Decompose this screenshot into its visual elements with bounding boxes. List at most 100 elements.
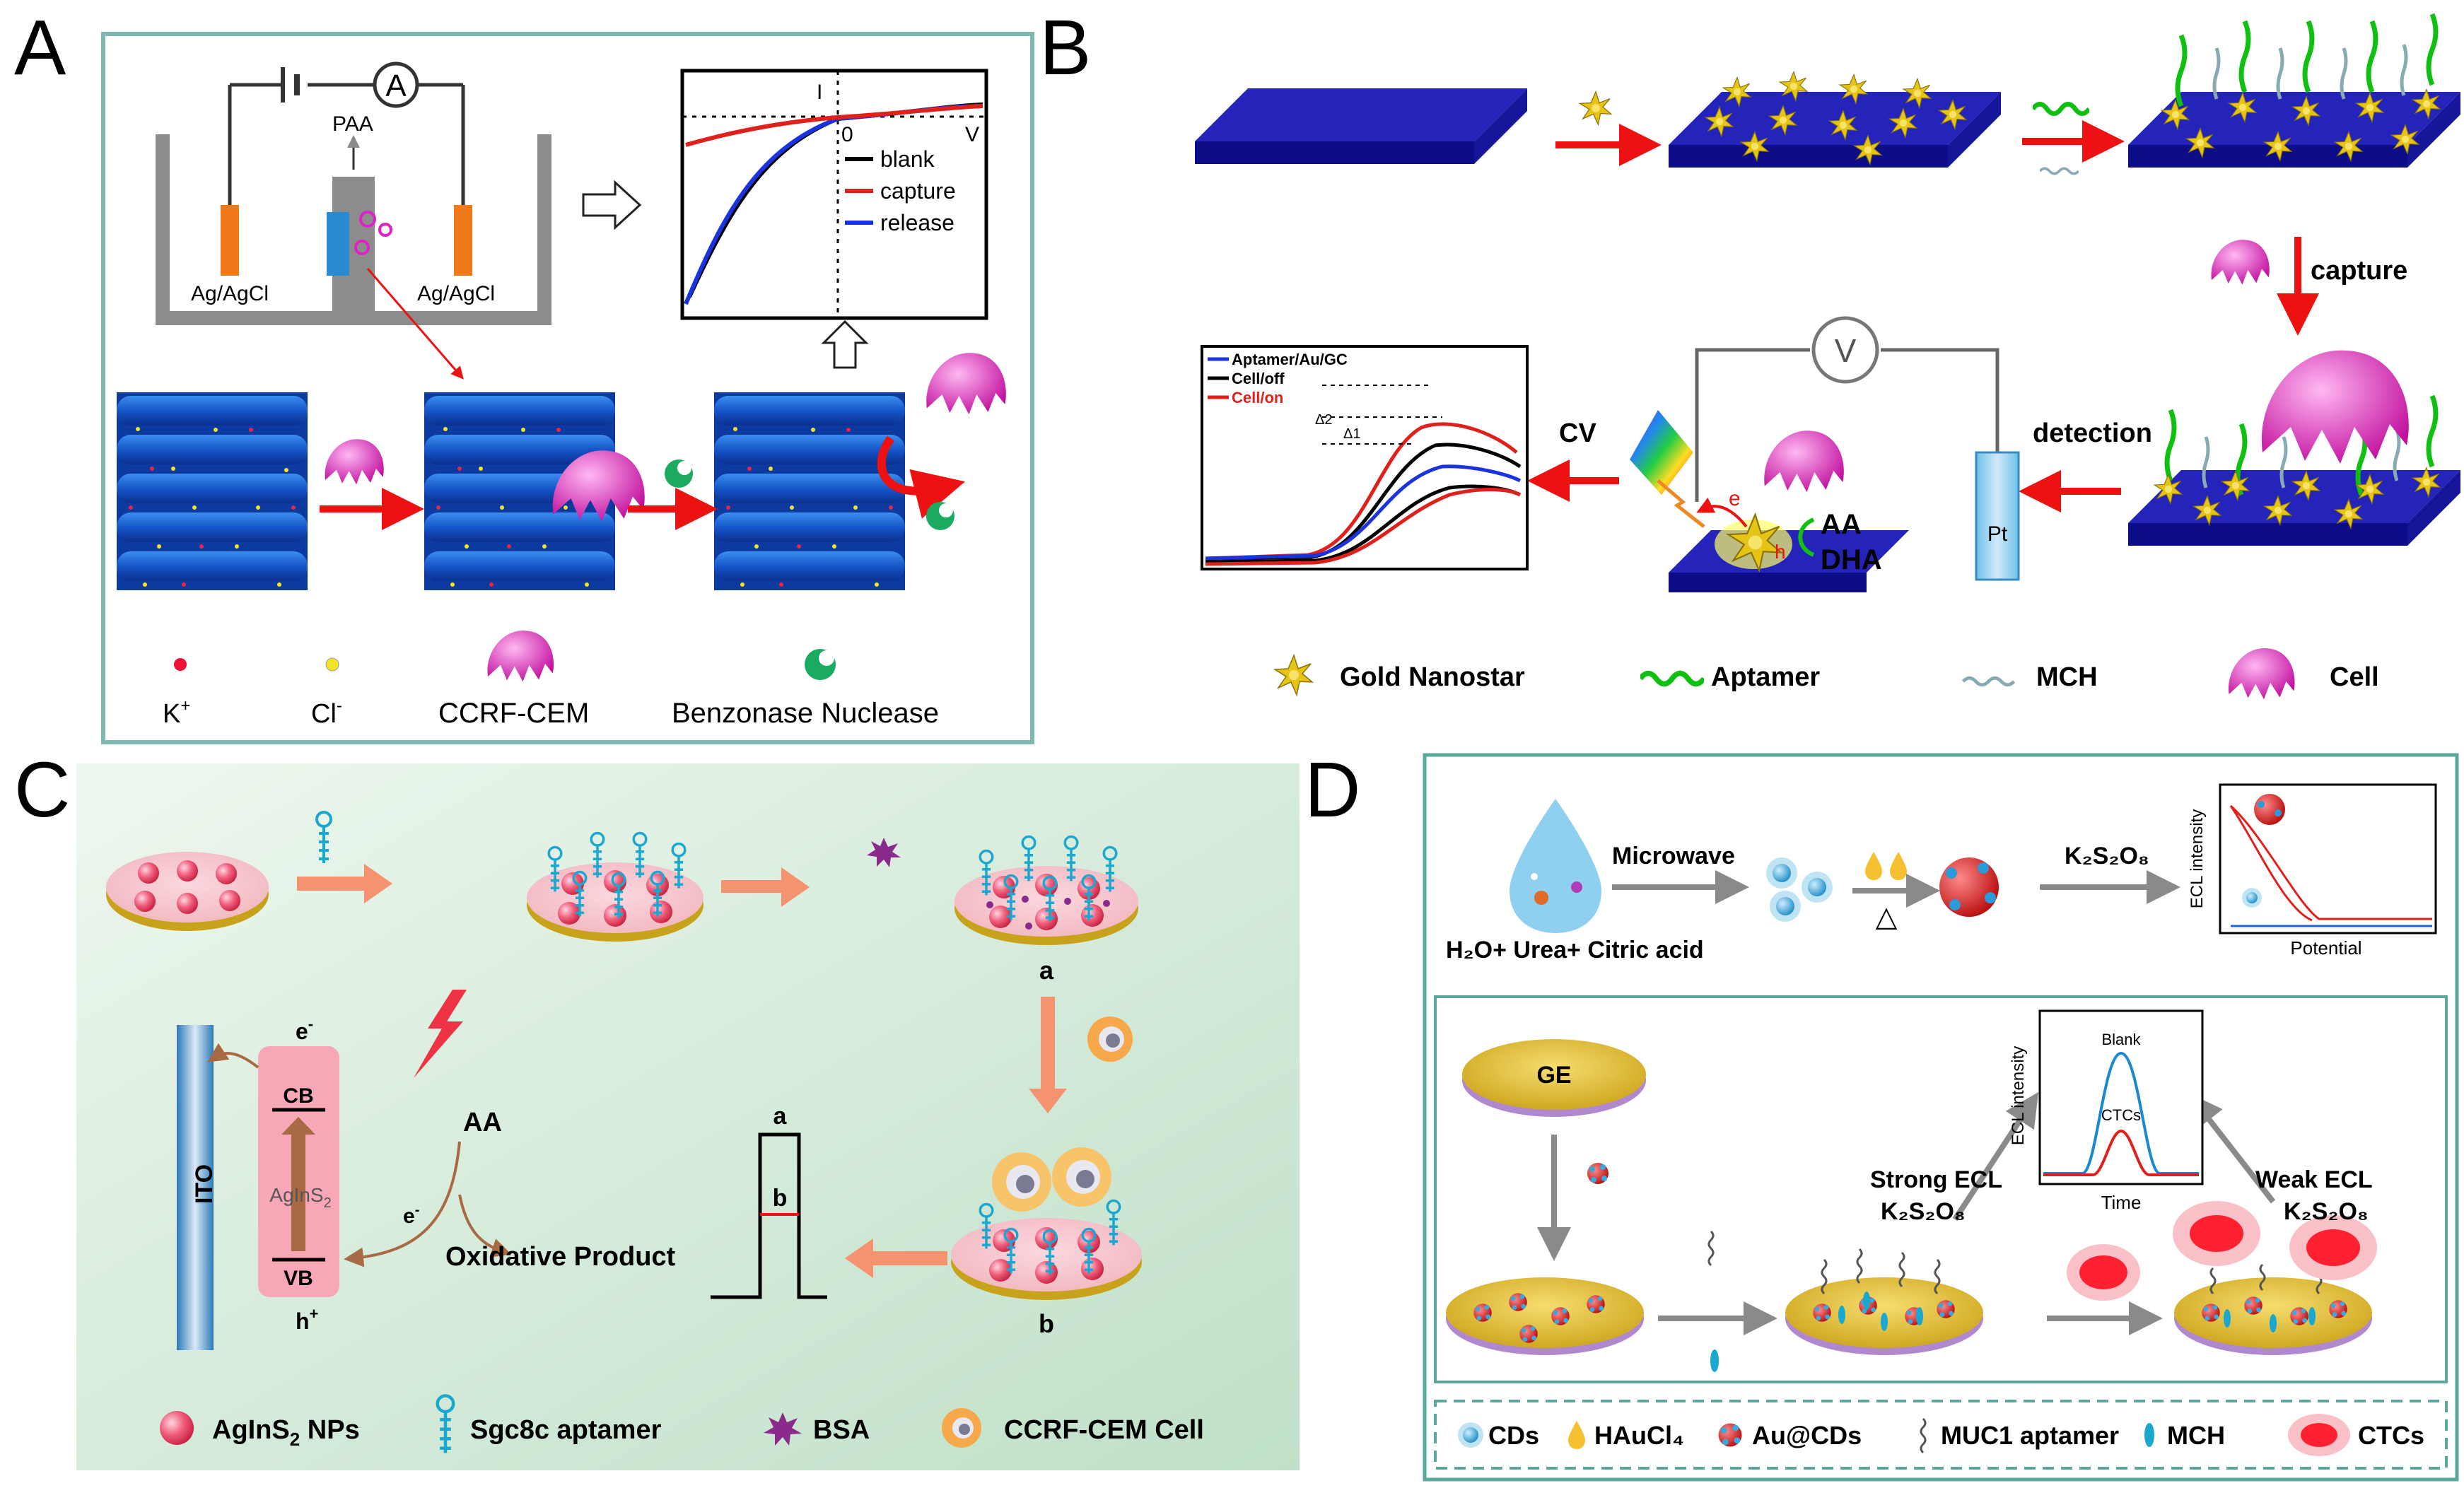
capture-label: capture <box>2311 256 2407 286</box>
panel-d-letter: D <box>1304 746 1360 833</box>
legend-nanostar-label: Gold Nanostar <box>1340 662 1525 692</box>
electron-label-b: e <box>1729 487 1741 510</box>
panel-a-letter: A <box>14 4 66 91</box>
legend-cell-icon-b <box>2229 648 2295 700</box>
right-electrode-label: Ag/AgCl <box>417 282 495 305</box>
cv-legend-cell-on: Cell/on <box>1232 389 1283 406</box>
iv-zero-label: 0 <box>841 123 853 146</box>
mch-icon <box>2040 167 2079 175</box>
iv-plot: I 0 V blank capture release <box>680 69 988 320</box>
cv-delta-1: Δ1 <box>1343 426 1360 442</box>
signal-b-label: b <box>773 1185 788 1212</box>
panel-b-letter: B <box>1039 4 1091 91</box>
potential-axis-label: Potential <box>2290 937 2361 959</box>
hole-label-b: h <box>1775 541 1786 563</box>
gc-substrate-stars <box>1669 92 2001 145</box>
peak-ctcs-curve <box>2043 1129 2199 1176</box>
svg-text:K+: K+ <box>163 696 190 729</box>
microwave-label: Microwave <box>1612 843 1735 869</box>
legend-mch-icon-d <box>2144 1423 2154 1447</box>
electrochemical-cell: A Ag/AgCl Ag/AgCl PAA <box>156 61 551 380</box>
captured-layer <box>2154 350 2441 529</box>
nanostar-icon <box>1579 91 1612 125</box>
electron-mid-label: e <box>403 1205 415 1228</box>
light-prism-icon <box>1630 410 1693 495</box>
ctc-captured-electrode <box>2173 1201 2377 1355</box>
pt-label: Pt <box>1987 522 2008 546</box>
ammeter-icon <box>373 61 419 108</box>
legend-aginss-label: AgInS <box>212 1415 290 1445</box>
cv-label: CV <box>1559 418 1596 448</box>
panel-d-legend: CDs HAuCl₄ Au@CDs MUC1 aptamer MCH CTCs <box>1434 1400 2448 1470</box>
cell-captured-large <box>2261 350 2409 464</box>
pt-electrode <box>1975 451 2020 581</box>
ito-label: ITO <box>191 1164 218 1204</box>
legend-aginss-np-icon <box>160 1411 194 1445</box>
iv-curve-capture <box>685 104 983 147</box>
pec-setup: V Pt e h AA DHA <box>1630 316 2020 592</box>
weak-oxidant-label: K₂S₂O₈ <box>2284 1198 2369 1225</box>
aa-label-b: AA <box>1821 509 1862 540</box>
right-electrode <box>454 205 472 276</box>
arrow-c4 <box>845 1238 947 1278</box>
arrow-weak <box>2188 1093 2276 1204</box>
synthesis-row: H₂O+ Urea+ Citric acid Microwave △ K₂S₂O… <box>1446 799 2180 963</box>
au-cds-particle-icon <box>1939 857 1999 917</box>
legend-muc1-label: MUC1 aptamer <box>1941 1421 2119 1450</box>
peak-blank-curve <box>2043 1051 2199 1175</box>
cb-label: CB <box>283 1084 313 1108</box>
aptamer-layer <box>2161 13 2441 162</box>
aptamer-electrode <box>1785 1248 1983 1355</box>
hollow-arrow-up <box>821 320 869 369</box>
svg-text:e-: e- <box>296 1015 313 1044</box>
legend-bsa-icon <box>764 1412 802 1446</box>
panel-b: B GC <box>1039 4 2460 700</box>
cv-legend-cell-off: Cell/off <box>1232 370 1285 387</box>
peak-blank-label: Blank <box>2101 1031 2141 1048</box>
iv-legend-capture: capture <box>880 178 956 204</box>
arrow-strong <box>1952 1091 2039 1222</box>
panel-a-legend: K+ Cl- CCRF-CEM Benzonase Nuclease <box>163 631 939 729</box>
peak-x-label: Time <box>2101 1192 2142 1213</box>
panel-c-legend: AgInS2 NPs Sgc8c aptamer BSA CCRF-CEM Ce… <box>160 1396 1204 1453</box>
oxidant-top-label: K₂S₂O₈ <box>2065 843 2149 869</box>
cv-plot: Δ2 Δ1 Aptamer/Au/GC Cell/off Cell/on <box>1201 345 1529 570</box>
bsa-icon <box>867 838 901 867</box>
strong-oxidant-label: K₂S₂O₈ <box>1881 1198 1966 1225</box>
nanochannel-stack-1 <box>117 392 308 590</box>
cv-legend: Aptamer/Au/GC Cell/off Cell/on <box>1208 351 1348 406</box>
k-ion-label: K <box>163 699 180 729</box>
ge-electrode: GE <box>1462 1039 1646 1117</box>
dha-label-b: DHA <box>1821 544 1882 575</box>
legend-cell-label-b: Cell <box>2330 662 2379 692</box>
panel-a: A A Ag/AgCl Ag/AgCl PAA <box>14 4 1034 744</box>
aptamer-mch-icons <box>1707 1230 1719 1372</box>
legend-bsa-label: BSA <box>813 1415 870 1445</box>
gc-substrate-captured <box>2128 470 2460 523</box>
photocurrent-signal: a b <box>711 1103 827 1299</box>
svg-text:AgInS2 NPs: AgInS2 NPs <box>212 1415 360 1450</box>
au-cds-icon-ge <box>1587 1163 1608 1184</box>
cl-ion-label: Cl <box>311 699 337 729</box>
haucl4-drops-icon <box>1865 852 1907 880</box>
state-b-label: b <box>1039 1309 1054 1338</box>
panel-c-letter: C <box>14 746 70 833</box>
cl-ion-dot <box>325 657 339 672</box>
legend-cds-label: CDs <box>1488 1421 1539 1450</box>
gc-substrate-top <box>1195 88 1527 141</box>
legend-sgc8c-label: Sgc8c aptamer <box>470 1415 662 1445</box>
state-a-label: a <box>1039 956 1054 985</box>
legend-ctcs-label: CTCs <box>2358 1421 2424 1450</box>
legend-aptamer-icon <box>1640 674 1704 684</box>
legend-haucl4-label: HAuCl₄ <box>1594 1421 1684 1450</box>
lightning-icon <box>1657 479 1705 528</box>
iv-y-label: I <box>817 81 822 104</box>
legend-mch-label-d: MCH <box>2167 1421 2225 1450</box>
cell-detect-icon <box>1764 430 1844 493</box>
legend-haucl4-icon <box>1568 1421 1585 1449</box>
weak-ecl-label: Weak ECL <box>2255 1166 2373 1193</box>
arrow-c1 <box>297 864 392 903</box>
detection-label: detection <box>2033 418 2152 448</box>
ccrf-cell-icon <box>1087 1017 1133 1062</box>
